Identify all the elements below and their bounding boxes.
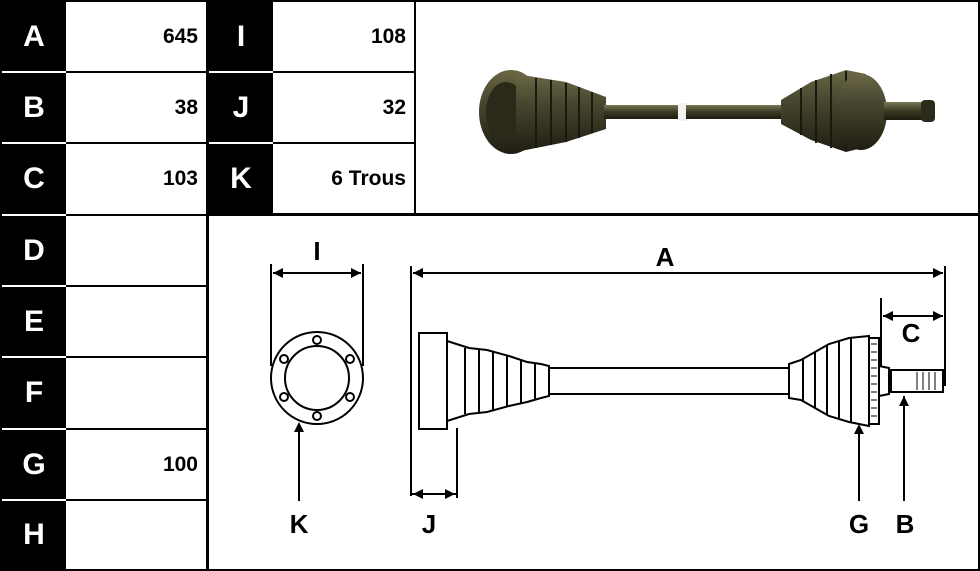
- border-row-r2: [273, 142, 415, 144]
- value-cell-f: [68, 358, 206, 428]
- value-cell-i: 108: [275, 2, 414, 71]
- value-cell-g: 100: [68, 430, 206, 499]
- dim-label-g: G: [849, 509, 869, 539]
- border-row-5: [66, 356, 208, 358]
- label-cell-a: A: [2, 2, 66, 71]
- border-outer-left: [0, 0, 2, 571]
- dim-label-a: A: [656, 242, 675, 272]
- label-cell-g: G: [2, 430, 66, 499]
- border-row-photo: [206, 213, 980, 216]
- label-cell-f: F: [2, 358, 66, 428]
- flange-inner: [284, 345, 350, 411]
- product-photo: [416, 2, 978, 213]
- dim-label-b: B: [896, 509, 915, 539]
- value-cell-a: 645: [68, 2, 206, 71]
- outer-joint-neck: [878, 365, 890, 397]
- boot-folds-right: [802, 338, 852, 422]
- label-cell-i: I: [209, 2, 273, 71]
- bolt-holes: [279, 335, 355, 421]
- label-cell-b: B: [2, 73, 66, 142]
- inner-boot: [446, 339, 550, 423]
- border-row-6: [66, 428, 208, 430]
- label-cell-j: J: [209, 73, 273, 142]
- border-outer-top: [0, 0, 980, 2]
- border-outer-bottom: [0, 569, 980, 571]
- label-cell-e: E: [2, 287, 66, 356]
- outer-boot: [788, 334, 870, 428]
- dim-label-k: K: [290, 509, 309, 539]
- border-row-3: [66, 214, 208, 216]
- abs-teeth: [871, 343, 877, 417]
- boot-folds-left: [464, 348, 536, 414]
- border-outer-right: [978, 0, 980, 571]
- border-row-1: [66, 71, 208, 73]
- label-cell-c: C: [2, 144, 66, 214]
- label-cell-k: K: [209, 144, 273, 214]
- value-cell-e: [68, 287, 206, 356]
- value-cell-k: 6 Trous: [275, 144, 414, 214]
- flange-outline: [270, 331, 364, 425]
- value-cell-d: [68, 216, 206, 285]
- dim-label-j: J: [422, 509, 436, 539]
- spline-stub: [890, 369, 944, 393]
- border-row-4: [66, 285, 208, 287]
- border-col-right-values: [414, 0, 416, 216]
- dim-label-i: I: [313, 236, 320, 266]
- value-cell-b: 38: [68, 73, 206, 142]
- drive-shaft-photo: [479, 70, 935, 154]
- abs-ring: [868, 337, 880, 425]
- border-row-r1: [273, 71, 415, 73]
- value-cell-j: 32: [275, 73, 414, 142]
- spline-teeth: [916, 372, 936, 390]
- value-cell-h: [68, 501, 206, 569]
- inner-joint-flange: [418, 332, 448, 430]
- value-cell-c: 103: [68, 144, 206, 214]
- label-cell-h: H: [2, 501, 66, 569]
- drive-shaft-drawing: I A C K J G B: [270, 236, 946, 539]
- border-row-2: [66, 142, 208, 144]
- dim-label-c: C: [902, 318, 921, 348]
- dimension-diagram: I A C K J G B: [209, 216, 978, 569]
- border-row-7: [66, 499, 208, 501]
- label-cell-d: D: [2, 216, 66, 285]
